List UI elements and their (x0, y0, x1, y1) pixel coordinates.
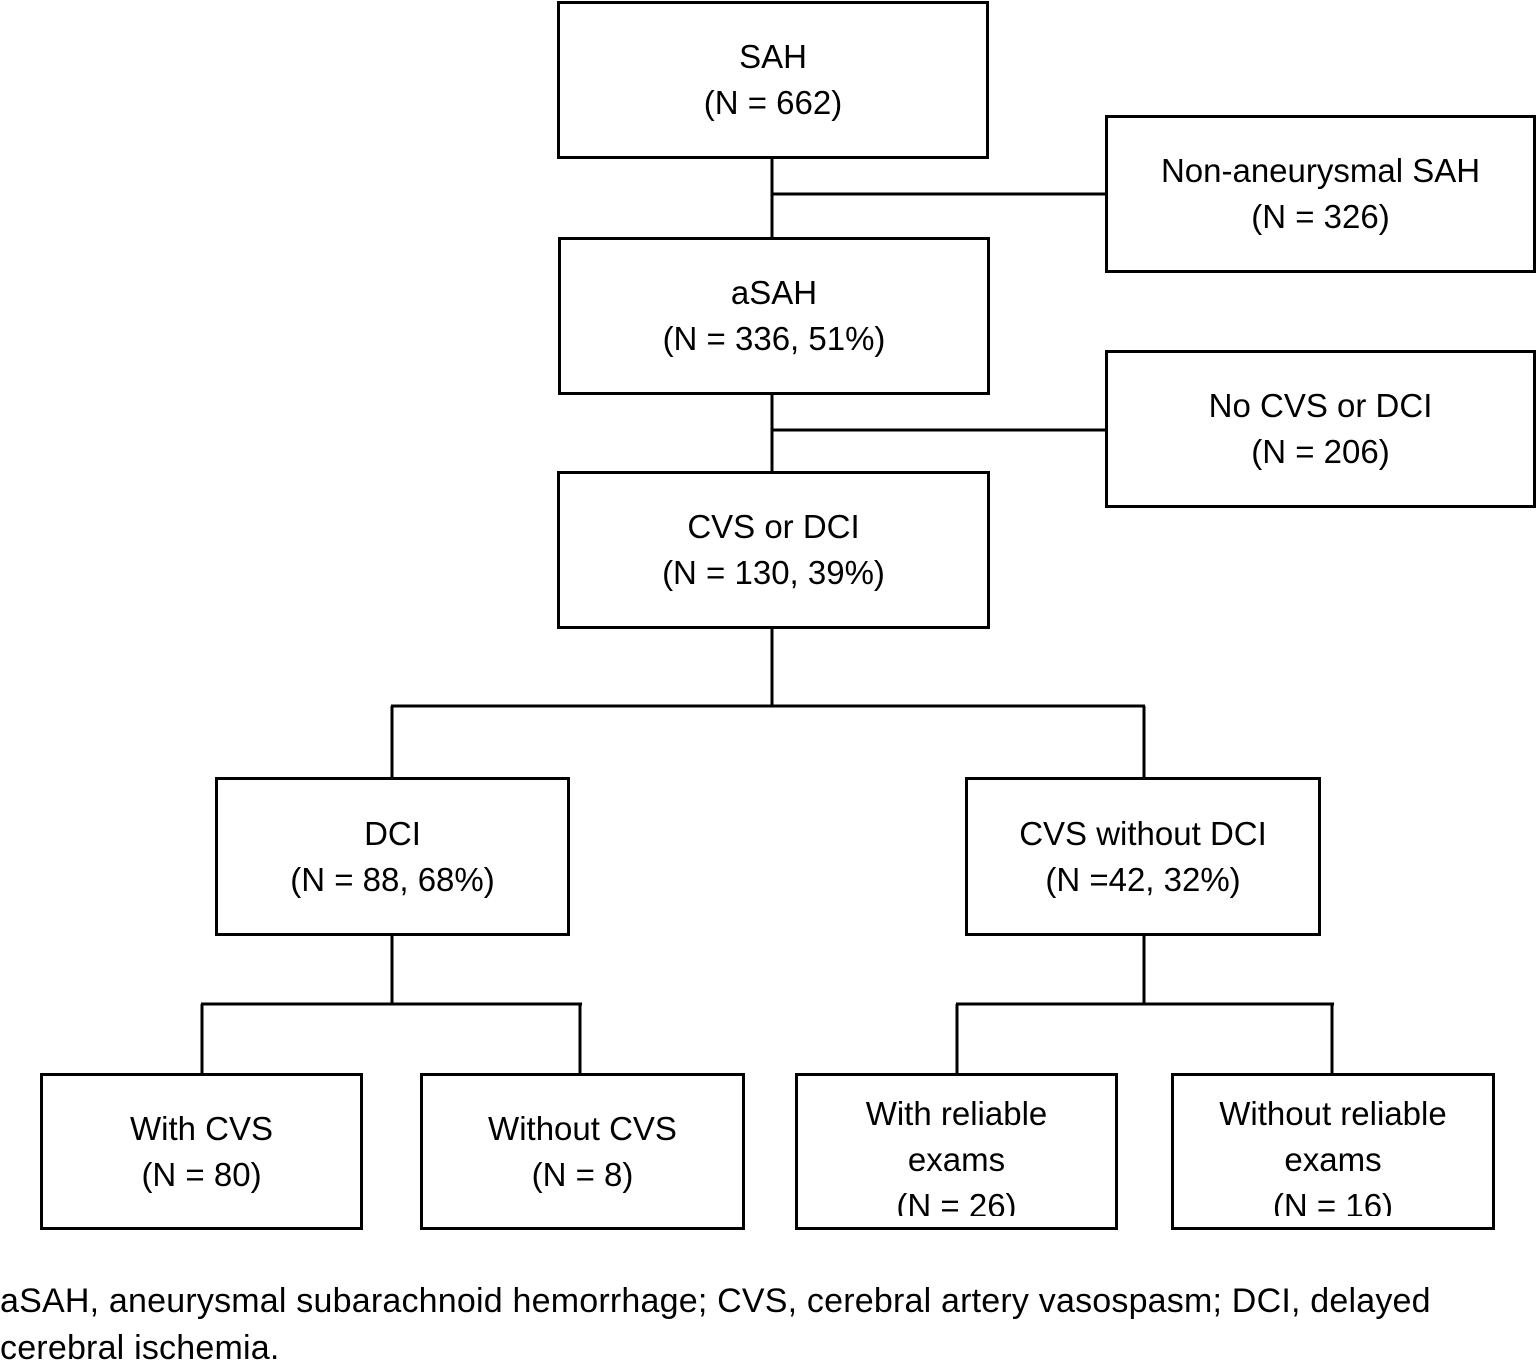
node-sah-title: SAH (739, 38, 807, 75)
node-without-reliable-exams-title-line1: Without reliable (1219, 1095, 1447, 1132)
node-with-reliable-exams-title-line1: With reliable (865, 1095, 1048, 1132)
figure-caption: aSAH, aneurysmal subarachnoid hemorrhage… (0, 1282, 1431, 1367)
node-with-reliable-exams-title-line2: exams (907, 1141, 1006, 1178)
node-dci-title: DCI (364, 814, 421, 852)
node-non-aneurysmal-sah-title: Non-aneurysmal SAH (1160, 152, 1481, 189)
node-no-cvs-or-dci-title: No CVS or DCI (1208, 387, 1433, 424)
node-without-reliable-exams: Without reliable exams (N = 16) (1171, 1073, 1495, 1230)
flowchart: SAH (N = 662) Non-aneurysmal SAH (N = 32… (40, 1, 1536, 1230)
node-with-cvs: With CVS (N = 80) (40, 1073, 363, 1230)
node-cvs-without-dci-title: CVS without DCI (1019, 814, 1267, 852)
connector-lines (200, 158, 1334, 1074)
node-sah: SAH (N = 662) (557, 1, 989, 159)
node-cvs-or-dci-count: (N = 130, 39%) (662, 554, 885, 591)
node-non-aneurysmal-sah: Non-aneurysmal SAH (N = 326) (1105, 115, 1536, 273)
node-asah: aSAH (N = 336, 51%) (558, 237, 990, 395)
node-without-reliable-exams-text: Without reliable exams (N = 16) (1219, 1091, 1446, 1216)
node-without-reliable-exams-title-line2: exams (1284, 1141, 1382, 1178)
node-with-cvs-count: (N = 80) (141, 1155, 262, 1193)
node-asah-title: aSAH (730, 274, 818, 311)
node-dci-count: (N = 88, 68%) (290, 860, 495, 898)
node-dci: DCI (N = 88, 68%) (215, 777, 570, 936)
node-cvs-or-dci: CVS or DCI (N = 130, 39%) (557, 471, 990, 629)
node-no-cvs-or-dci-count: (N = 206) (1251, 433, 1390, 470)
node-cvs-or-dci-title: CVS or DCI (687, 508, 860, 545)
node-with-reliable-exams-count: (N = 26) (896, 1187, 1017, 1216)
node-without-cvs-title: Without CVS (488, 1109, 677, 1147)
node-without-cvs-count: (N = 8) (531, 1155, 634, 1193)
node-sah-count: (N = 662) (703, 84, 843, 121)
node-with-reliable-exams-text: With reliable exams (N = 26) (866, 1091, 1048, 1216)
node-no-cvs-or-dci: No CVS or DCI (N = 206) (1105, 350, 1536, 508)
node-asah-count: (N = 336, 51%) (662, 320, 886, 357)
node-non-aneurysmal-sah-count: (N = 326) (1251, 198, 1390, 235)
node-cvs-without-dci: CVS without DCI (N =42, 32%) (965, 777, 1321, 936)
node-without-cvs: Without CVS (N = 8) (420, 1073, 745, 1230)
node-with-reliable-exams: With reliable exams (N = 26) (795, 1073, 1118, 1230)
node-cvs-without-dci-count: (N =42, 32%) (1045, 860, 1241, 898)
node-with-cvs-title: With CVS (129, 1109, 274, 1147)
node-without-reliable-exams-count: (N = 16) (1272, 1187, 1394, 1216)
